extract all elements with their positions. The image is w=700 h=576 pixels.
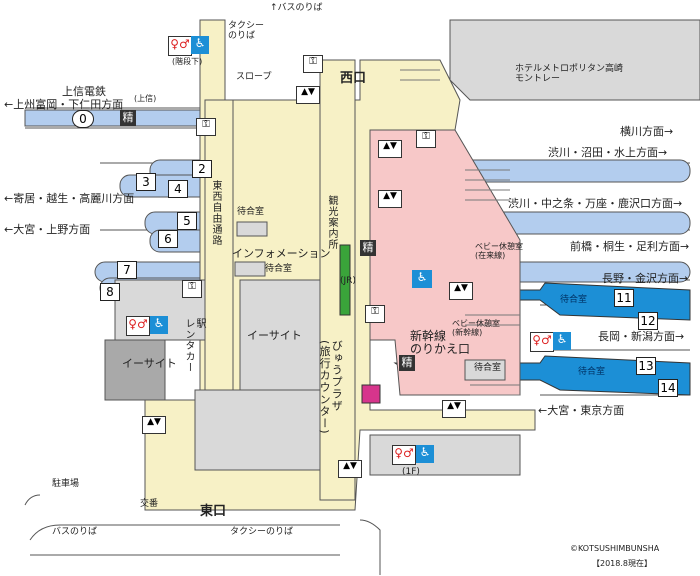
elevator-icon: ▲▼ — [296, 86, 320, 104]
wheelchair-icon: ♿ — [553, 332, 571, 350]
platform-14-number: 14 — [658, 379, 678, 397]
bus-stop-top: ↑バスのりば — [270, 3, 323, 13]
esite-left — [104, 339, 166, 401]
platform-11-number: 11 — [614, 289, 634, 307]
slope-label: スロープ — [236, 72, 272, 82]
waiting-room-shinkansen — [464, 359, 506, 381]
first-floor-label: (1F) — [402, 467, 420, 477]
waiting-room-label-1: 待合室 — [237, 207, 265, 217]
roads — [24, 494, 381, 575]
tourist-info-label: 観光案内所 — [326, 195, 337, 250]
fare-adjustment-icon: 精 — [399, 355, 415, 371]
elevator-icon: ▲▼ — [449, 282, 473, 300]
yorii-direction: ←寄居・越生・高麗川方面 — [4, 192, 135, 205]
coin-locker-icon: ⚿ — [196, 118, 216, 136]
hotel-building — [449, 19, 700, 101]
restroom-icon: ♀♂ — [392, 445, 416, 465]
fare-adjustment-icon: 精 — [360, 240, 376, 256]
restroom-icon: ♀♂ — [126, 316, 150, 336]
elevator-icon: ▲▼ — [378, 140, 402, 158]
hotel-label: ホテルメトロポリタン高崎 モントレー — [515, 64, 624, 84]
niigata-direction: 長岡・新潟方面→ — [598, 330, 685, 343]
wheelchair-icon: ♿ — [191, 36, 209, 54]
platform-5-number: 5 — [177, 212, 197, 230]
jr-label: (JR) — [340, 276, 356, 286]
escalator-patterns — [400, 69, 520, 396]
maebashi-direction: 前橋・桐生・足利方面→ — [570, 240, 690, 253]
elevator-icon: ▲▼ — [338, 460, 362, 478]
esite-building — [239, 279, 321, 411]
view-plaza-box — [361, 384, 381, 404]
platform-8-number: 8 — [100, 283, 120, 301]
platform-7-number: 7 — [117, 261, 137, 279]
joshin-upper-label: (上信) — [134, 94, 157, 103]
yokokawa-direction: 横川方面→ — [620, 125, 674, 138]
coin-locker-icon: ⚿ — [303, 55, 323, 73]
platform-0-number: 0 — [72, 110, 94, 128]
date-label: 【2018.8現在】 — [592, 559, 652, 568]
esite-label-main: イーサイト — [247, 329, 302, 342]
passage-vertical — [204, 99, 234, 401]
building-bottom-right — [369, 434, 521, 476]
coin-locker-icon: ⚿ — [365, 305, 385, 323]
coin-locker-icon: ⚿ — [416, 130, 436, 148]
platform-4-number: 4 — [168, 180, 188, 198]
shibukawa-direction-1: 渋川・沼田・水上方面→ — [548, 146, 668, 159]
elevator-icon: ▲▼ — [378, 190, 402, 208]
parking-label: 駐車場 — [52, 479, 80, 489]
elevator-icon: ▲▼ — [442, 400, 466, 418]
taxi-stop-bottom: タクシーのりば — [230, 527, 294, 537]
p11-waiting-label: 待合室 — [560, 295, 588, 305]
waiting-room-label-2: 待合室 — [265, 264, 293, 274]
shinkansen-waiting-label: 待合室 — [474, 363, 502, 373]
stairs-below-label: (階段下) — [172, 57, 203, 66]
platform-6-number: 6 — [158, 230, 178, 248]
shinkansen-concourse — [369, 129, 521, 396]
coin-locker-icon: ⚿ — [182, 280, 202, 298]
wheelchair-icon: ♿ — [150, 316, 168, 334]
joshin-label: 上信電鉄 — [62, 85, 106, 98]
copyright-label: ©KOTSUSHIMBUNSHA — [570, 544, 660, 553]
elevator-icon: ▲▼ — [142, 416, 166, 434]
joshin-direction: ←上州富岡・下仁田方面 — [4, 98, 124, 111]
omiya-tokyo-direction: ←大宮・東京方面 — [538, 404, 625, 417]
platform-13-number: 13 — [636, 357, 656, 375]
shibukawa-direction-2: 渋川・中之条・万座・鹿沢口方面→ — [508, 197, 683, 210]
platform-12-number: 12 — [638, 312, 658, 330]
eki-rentacar-label: 駅 レンタカー — [183, 318, 205, 373]
nagano-direction: 長野・金沢方面→ — [602, 272, 689, 285]
fare-adjustment-icon: 精 — [120, 110, 136, 126]
waiting-room-1 — [234, 261, 266, 277]
taxi-stop-top: タクシー のりば — [228, 21, 265, 41]
waiting-room-2 — [236, 221, 268, 237]
wheelchair-icon: ♿ — [416, 445, 434, 463]
view-plaza-label: びゅうプラザ (旅行カウンター) — [318, 340, 344, 435]
tozai-passage-label: 東西自由通路 — [210, 180, 221, 246]
west-exit-label: 西口 — [340, 71, 367, 86]
restroom-icon: ♀♂ — [168, 36, 192, 56]
building-bottom — [194, 389, 321, 471]
platform-3-number: 3 — [136, 173, 156, 191]
information-label: インフォメーション — [232, 247, 331, 260]
p13-waiting-label: 待合室 — [578, 367, 606, 377]
tourist-info-box — [339, 244, 351, 316]
bus-stop-bottom: バスのりば — [52, 527, 98, 537]
shinkansen-transfer-label: 新幹線 のりかえ口 — [410, 329, 471, 357]
wheelchair-icon: ♿ — [412, 270, 432, 288]
police-box-label: 交番 — [140, 499, 159, 509]
restroom-icon: ♀♂ — [530, 332, 554, 352]
platform-2-number: 2 — [192, 160, 212, 178]
omiya-ueno-direction: ←大宮・上野方面 — [4, 223, 91, 236]
baby-room-1: ベビー休憩室 (在来線) — [475, 242, 523, 260]
baby-room-2: ベビー休憩室 (新幹線) — [452, 319, 500, 337]
esite-label-left: イーサイト — [122, 357, 177, 370]
east-exit-label: 東口 — [200, 504, 227, 519]
